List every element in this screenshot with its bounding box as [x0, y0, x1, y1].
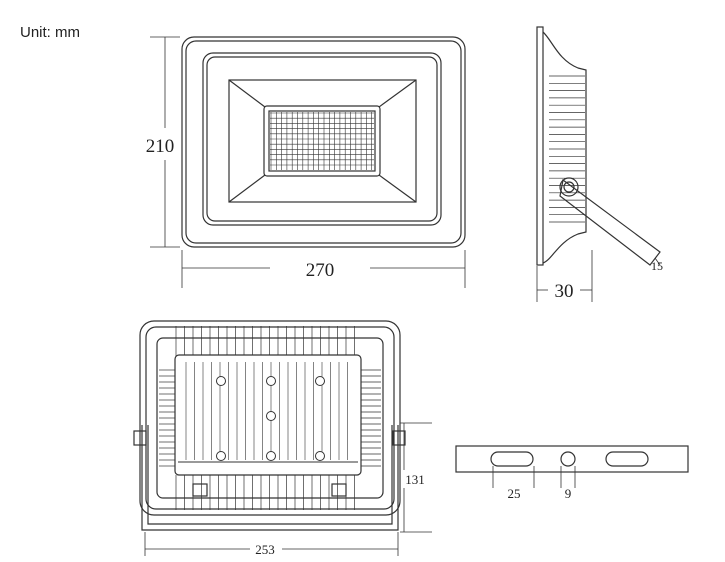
- front-view: [181, 36, 466, 248]
- side-glass-front: [536, 26, 544, 266]
- back-mounting-bracket: [141, 425, 399, 531]
- front-width-label: 270: [306, 260, 335, 281]
- front-frame-inner-edge: [185, 40, 462, 244]
- screw-hole: [266, 411, 276, 421]
- side-depth-dimension: [536, 250, 593, 302]
- side-view: [536, 26, 661, 266]
- side-housing-profile: [542, 31, 587, 264]
- bracket-hole: [560, 451, 576, 467]
- bracket-slot-left: [490, 451, 534, 467]
- led-board: [263, 105, 381, 177]
- led-array: [270, 112, 374, 170]
- side-bracket-arm: [559, 178, 661, 266]
- led-array-outline: [268, 110, 376, 172]
- screw-hole: [216, 451, 226, 461]
- back-cable-gland-left: [192, 483, 208, 497]
- slot-length-label: 25: [508, 486, 521, 501]
- bracket-slot-right: [605, 451, 649, 467]
- front-bezel: [202, 52, 442, 226]
- front-outer-frame: [181, 36, 466, 248]
- screw-hole: [266, 451, 276, 461]
- front-height-label: 210: [146, 136, 175, 157]
- back-height-dimension: [400, 422, 432, 533]
- screw-hole: [315, 376, 325, 386]
- screw-hole: [266, 376, 276, 386]
- back-bracket-pivot-left: [133, 430, 147, 446]
- bracket-detail: [455, 445, 689, 473]
- front-width-dimension: [181, 250, 466, 288]
- front-bezel-inner: [206, 56, 438, 222]
- side-depth-label: 30: [555, 281, 574, 302]
- front-height-dimension: [150, 36, 180, 248]
- hole-diameter-label: 9: [565, 486, 572, 501]
- screw-hole: [315, 451, 325, 461]
- angle-leader: [654, 257, 661, 266]
- bracket-detail-dimensions: [492, 466, 576, 488]
- bracket-pivot: [559, 177, 579, 197]
- back-width-label: 253: [255, 542, 275, 557]
- back-bracket-pivot-right: [392, 430, 406, 446]
- reflector-diagonals: [228, 79, 417, 203]
- front-reflector-opening: [228, 79, 417, 203]
- bracket-plate: [455, 445, 689, 473]
- back-mounting-bracket-inner: [147, 425, 393, 525]
- back-screws: [216, 376, 325, 461]
- side-heat-fins: [549, 75, 585, 223]
- bracket-angle-label: 15: [651, 259, 663, 273]
- screw-hole: [216, 376, 226, 386]
- back-cable-gland-right: [331, 483, 347, 497]
- back-width-dimension: [144, 532, 399, 556]
- back-heat-fins: [159, 326, 381, 510]
- bracket-pivot-bolt: [563, 181, 575, 193]
- back-housing: [156, 337, 384, 499]
- back-frame-inner: [145, 326, 395, 510]
- back-view: [133, 320, 406, 531]
- unit-label: Unit: mm: [20, 24, 80, 41]
- back-outer-frame: [139, 320, 401, 516]
- back-height-label: 131: [405, 472, 425, 487]
